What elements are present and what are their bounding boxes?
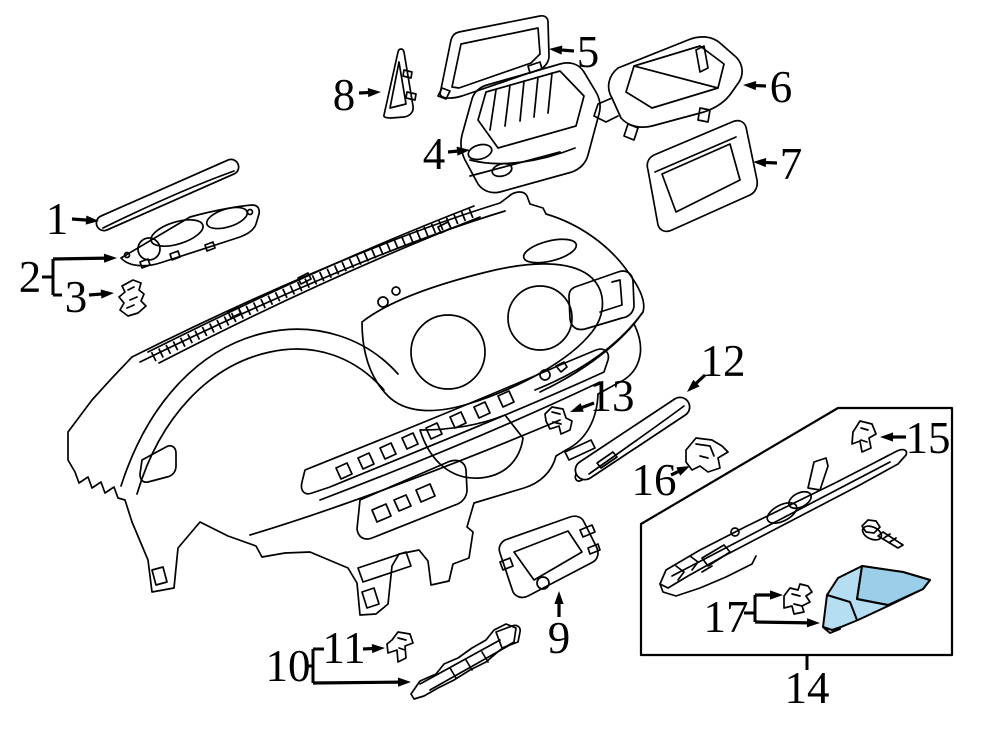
part-15-clip <box>851 420 877 453</box>
callout-label-16: 16 <box>632 455 677 505</box>
part-10-sill-garnish <box>410 623 521 700</box>
callout-label-12: 12 <box>701 336 746 386</box>
part-11-clip <box>386 631 414 663</box>
dashboard-assembly <box>67 191 645 616</box>
part-5-display-visor <box>437 14 550 100</box>
part-8-side-trim <box>382 48 417 119</box>
callout-6: 6 <box>743 62 792 112</box>
part-6-tray-housing <box>593 36 743 141</box>
callout-label-10: 10 <box>266 641 311 691</box>
callout-label-6: 6 <box>770 62 793 112</box>
callout-12: 12 <box>687 336 746 392</box>
callout-9: 9 <box>548 591 571 663</box>
callout-label-13: 13 <box>590 371 635 421</box>
callout-17: 17 <box>704 590 820 642</box>
part-12-trim-strip <box>574 396 691 481</box>
callout-label-17: 17 <box>704 592 749 642</box>
callout-8: 8 <box>333 70 381 120</box>
part-17-highlighted-bracket <box>822 565 931 634</box>
callout-label-4: 4 <box>423 129 446 179</box>
callout-11: 11 <box>322 623 385 673</box>
callout-4: 4 <box>423 129 470 179</box>
callout-label-1: 1 <box>46 194 69 244</box>
part-4-center-vent <box>460 62 601 194</box>
callout-16: 16 <box>632 455 690 505</box>
callout-2: 2 <box>19 252 117 302</box>
callout-1: 1 <box>46 194 99 244</box>
callout-label-9: 9 <box>548 613 571 663</box>
callout-label-3: 3 <box>65 272 88 322</box>
part-7-bezel-frame <box>646 119 759 233</box>
part-1-trim-strip <box>95 158 240 232</box>
screw-bolt <box>861 519 904 549</box>
part-9-bracket-module <box>498 515 601 599</box>
callout-13: 13 <box>570 371 635 421</box>
callout-10: 10 <box>266 641 411 691</box>
callout-label-14: 14 <box>785 663 830 713</box>
callout-label-7: 7 <box>780 139 803 189</box>
callout-3: 3 <box>65 272 114 322</box>
part-2-cluster-trim-panel <box>120 204 261 269</box>
callout-label-8: 8 <box>333 70 356 120</box>
part-3-clip <box>118 279 147 317</box>
callout-label-15: 15 <box>906 413 951 463</box>
callout-5: 5 <box>549 27 599 77</box>
part-13-clip <box>544 406 573 435</box>
callout-14: 14 <box>785 655 830 713</box>
callout-15: 15 <box>880 413 951 463</box>
part-14-group <box>639 406 954 657</box>
callout-label-5: 5 <box>577 27 600 77</box>
part-14-knee-bolster-panel <box>659 448 908 597</box>
callout-label-11: 11 <box>322 623 365 673</box>
dashboard-silhouette <box>67 191 645 616</box>
callout-7: 7 <box>753 139 802 189</box>
group-box-outline <box>639 406 954 657</box>
part-16-clip <box>685 437 729 473</box>
callout-label-2: 2 <box>19 252 42 302</box>
part-17-clip <box>783 583 813 615</box>
